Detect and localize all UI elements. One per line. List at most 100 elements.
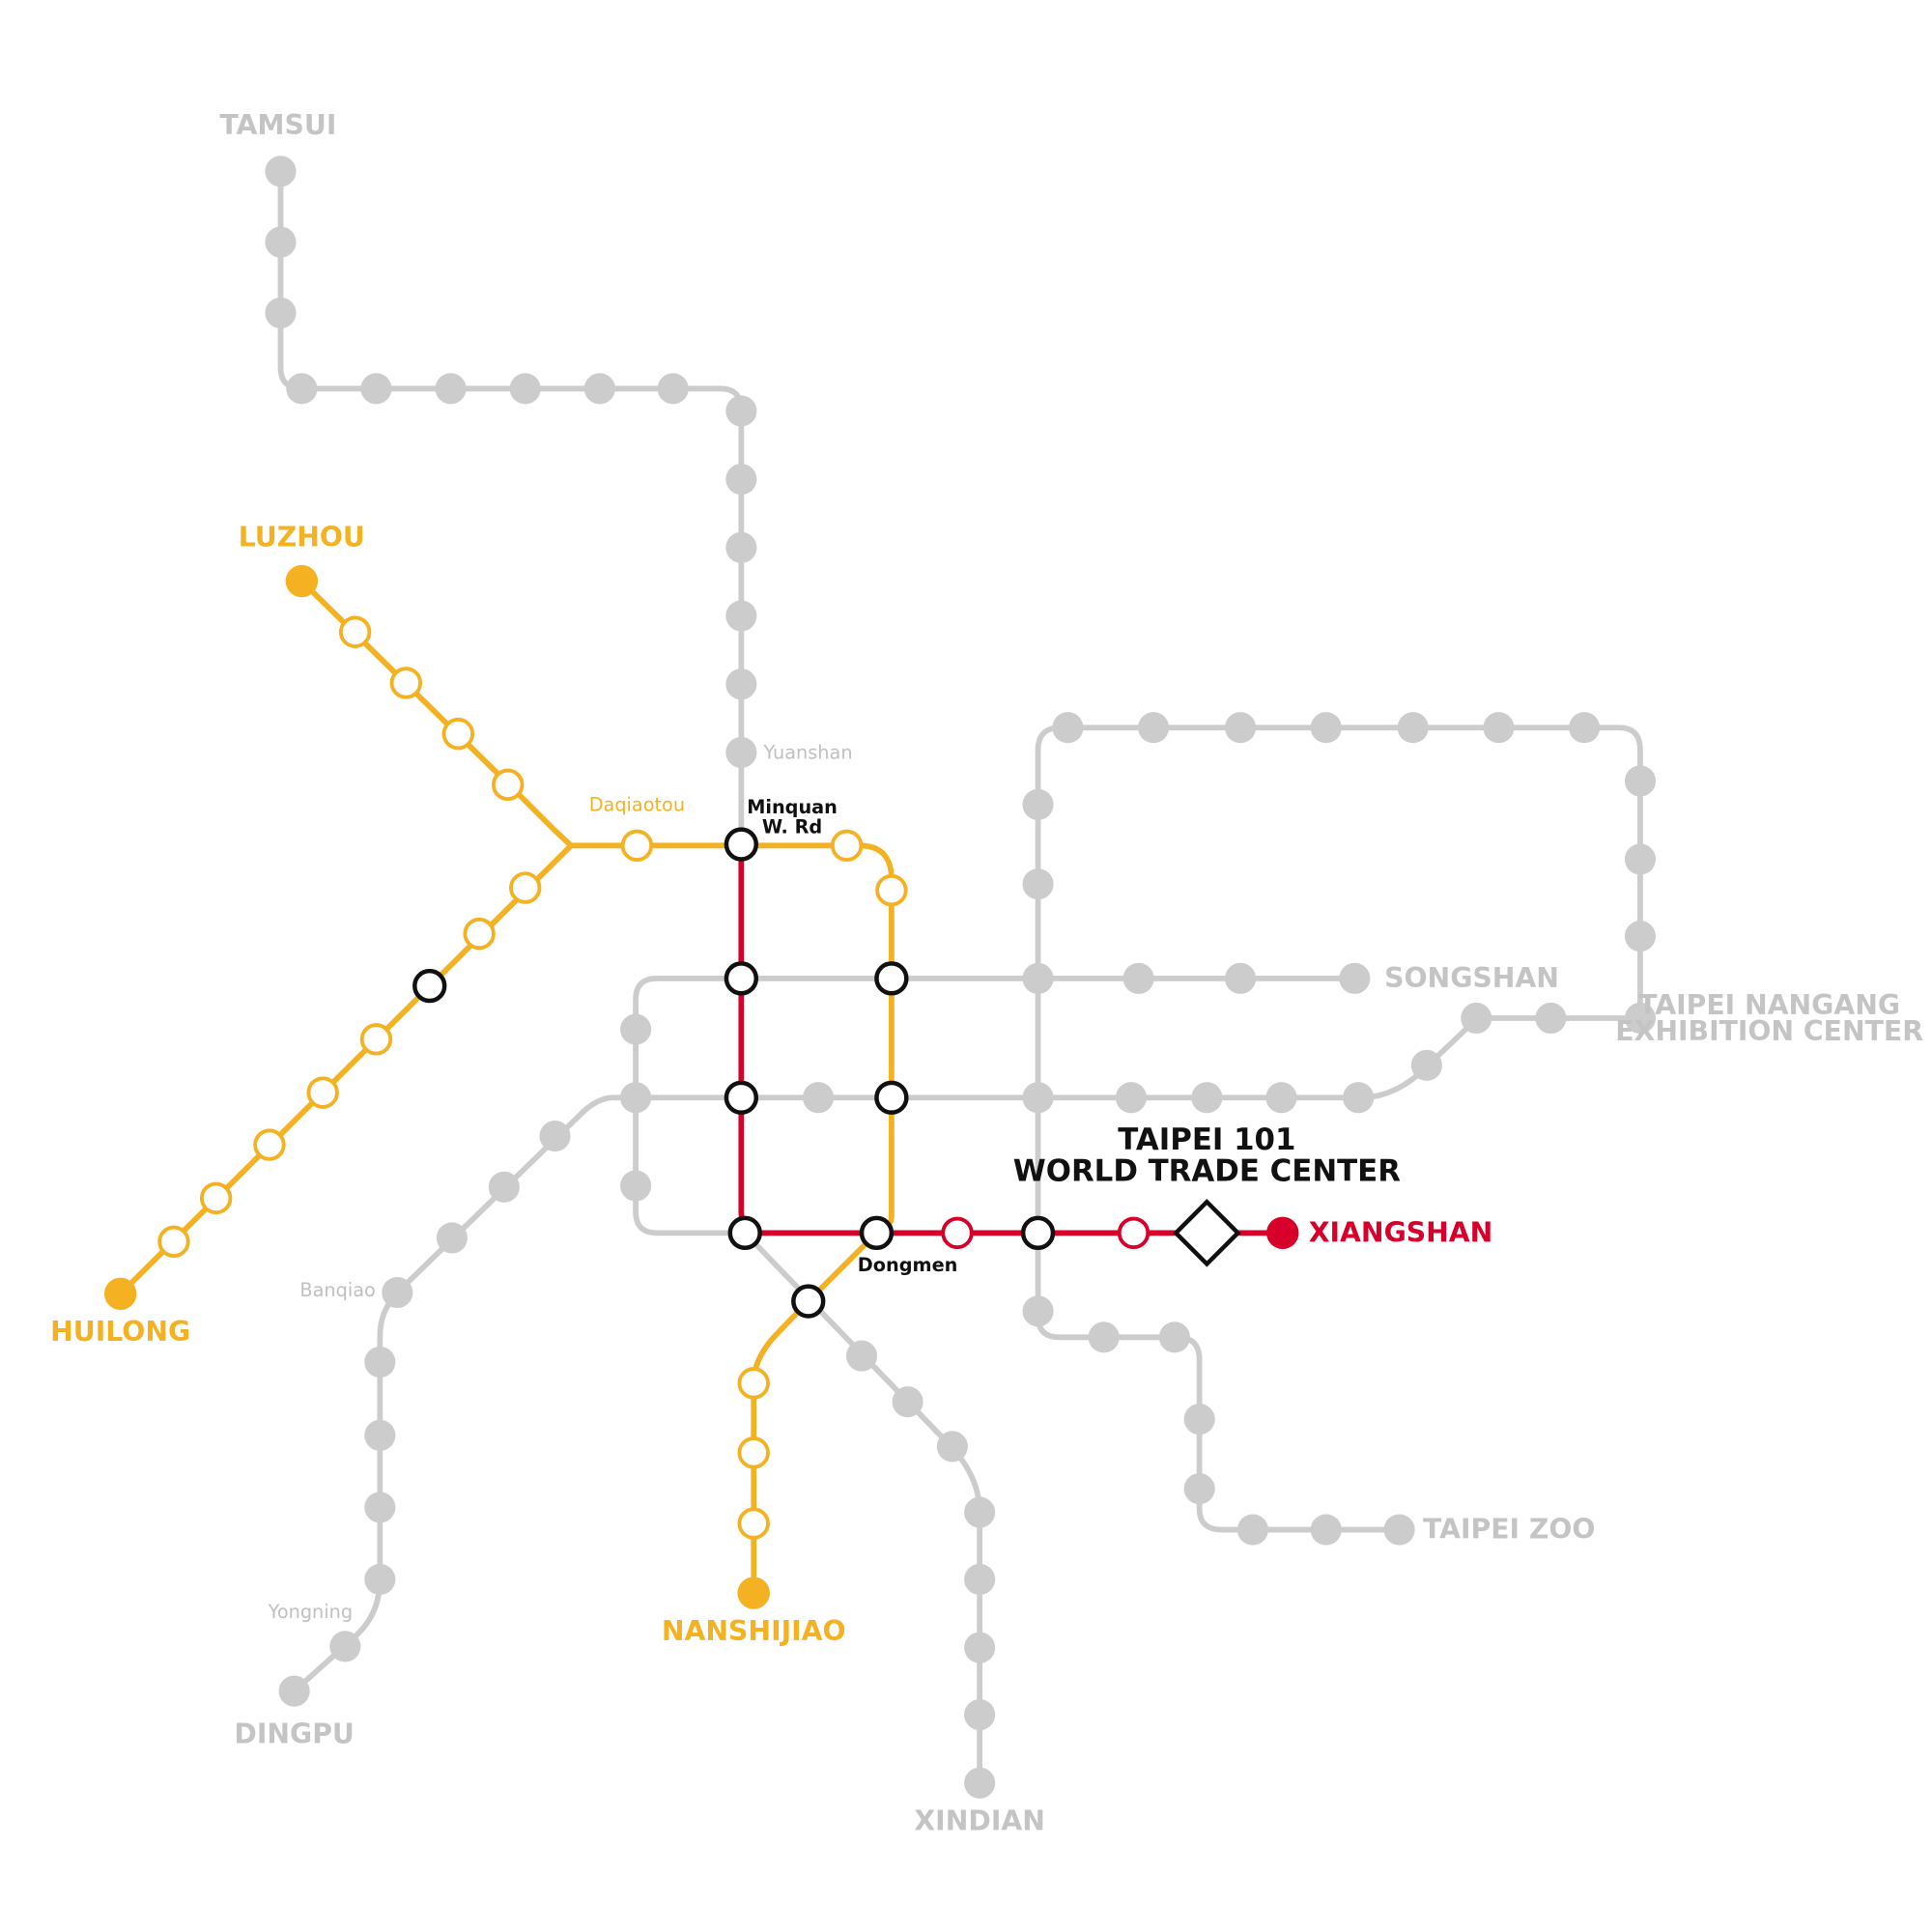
station-yellow bbox=[359, 1023, 393, 1056]
label-luzhou: LUZHOU bbox=[239, 522, 365, 554]
station-gray bbox=[1624, 843, 1657, 875]
station-yellow bbox=[306, 1076, 339, 1109]
dingpu-line bbox=[291, 1094, 639, 1694]
label-banqiao: Banqiao bbox=[299, 1279, 375, 1301]
station-gray bbox=[1138, 712, 1170, 744]
taipei101-diamond-icon[interactable] bbox=[1173, 1199, 1241, 1267]
station-yongning bbox=[329, 1631, 361, 1662]
tamsui-line bbox=[277, 168, 745, 847]
interchange-stations bbox=[412, 827, 1241, 1319]
station-yellow bbox=[875, 873, 908, 907]
station-gray bbox=[725, 668, 757, 700]
station-huilong bbox=[103, 1277, 137, 1311]
station-gray bbox=[364, 1492, 396, 1523]
station-gray bbox=[1310, 712, 1342, 744]
station-gray bbox=[364, 1346, 396, 1378]
station-xindian bbox=[964, 1767, 996, 1799]
label-huilong: HUILONG bbox=[50, 1316, 190, 1348]
station-gray bbox=[620, 1013, 652, 1045]
luzhou-branch bbox=[298, 578, 575, 849]
circular-line bbox=[568, 842, 895, 1596]
label-taipei-zoo: TAIPEI ZOO bbox=[1423, 1514, 1595, 1546]
station-gray bbox=[964, 1563, 996, 1596]
label-xindian: XINDIAN bbox=[914, 1805, 1044, 1837]
station-gray bbox=[509, 373, 541, 405]
station-gray bbox=[286, 373, 318, 405]
station-gray bbox=[1569, 712, 1601, 744]
station-gray bbox=[1022, 868, 1054, 900]
station-gray bbox=[539, 1121, 571, 1152]
label-tamsui: TAMSUI bbox=[219, 109, 336, 141]
station-gray bbox=[583, 373, 615, 405]
station-interchange bbox=[724, 1080, 759, 1115]
station-gray bbox=[725, 600, 757, 632]
station-gray bbox=[265, 156, 297, 187]
station-interchange bbox=[1020, 1215, 1056, 1251]
station-gray bbox=[657, 373, 689, 405]
station-banqiao bbox=[382, 1276, 413, 1309]
station-gray bbox=[1022, 788, 1054, 820]
station-gray bbox=[964, 1632, 996, 1663]
station-yellow bbox=[253, 1128, 286, 1161]
station-gray bbox=[1624, 921, 1657, 952]
station-gray bbox=[1535, 1002, 1567, 1035]
station-gray bbox=[1265, 1082, 1297, 1114]
station-yellow bbox=[737, 1436, 770, 1469]
zoo-line bbox=[1035, 1094, 1403, 1533]
station-gray bbox=[725, 531, 757, 563]
station-gray bbox=[364, 1419, 396, 1451]
label-taipei101-line2: WORLD TRADE CENTER bbox=[1013, 1153, 1401, 1188]
station-gray bbox=[1224, 962, 1257, 994]
station-gray bbox=[1624, 765, 1657, 797]
station-nanshijiao bbox=[737, 1577, 770, 1609]
station-interchange bbox=[874, 961, 909, 996]
station-interchange bbox=[791, 1284, 826, 1319]
label-taipei101-line1: TAIPEI 101 bbox=[1118, 1122, 1295, 1157]
station-luzhou bbox=[285, 564, 319, 598]
station-yellow bbox=[389, 667, 423, 699]
station-gray bbox=[802, 1082, 835, 1114]
label-nanshijiao: NANSHIJIAO bbox=[662, 1615, 846, 1647]
station-gray bbox=[892, 1386, 923, 1418]
station-gray bbox=[845, 1340, 878, 1372]
station-gray bbox=[1022, 1082, 1054, 1114]
label-songshan: SONGSHAN bbox=[1384, 962, 1559, 994]
station-yellow bbox=[830, 829, 864, 863]
station-gray bbox=[1310, 1514, 1342, 1546]
station-gray bbox=[1183, 1473, 1215, 1505]
station-songshan bbox=[1339, 962, 1371, 994]
station-yellow bbox=[737, 1507, 770, 1540]
station-gray bbox=[1183, 1404, 1215, 1435]
red-stations bbox=[941, 1216, 1299, 1250]
station-yellow bbox=[463, 917, 496, 951]
station-gray bbox=[1122, 962, 1154, 994]
station-gray bbox=[1236, 1514, 1268, 1546]
station-gray bbox=[1022, 962, 1054, 994]
station-yuanshan bbox=[725, 736, 757, 768]
station-gray bbox=[725, 395, 757, 427]
station-interchange bbox=[724, 961, 759, 996]
station-gray bbox=[1115, 1082, 1148, 1114]
label-minquan-1: Minquan bbox=[747, 796, 838, 818]
station-gray bbox=[1397, 712, 1429, 744]
station-gray bbox=[488, 1171, 520, 1203]
station-gray bbox=[964, 1698, 996, 1731]
label-yongning: Yongning bbox=[268, 1601, 353, 1623]
station-interchange bbox=[874, 1080, 909, 1115]
station-gray bbox=[436, 1222, 468, 1254]
label-nangang-1: TAIPEI NANGANG bbox=[1638, 989, 1900, 1021]
station-gray bbox=[1343, 1082, 1375, 1114]
station-gray bbox=[435, 373, 467, 405]
station-gray bbox=[364, 1563, 396, 1596]
loop-line bbox=[1035, 724, 1643, 1101]
station-gray bbox=[620, 1170, 652, 1202]
station-gray bbox=[360, 373, 392, 405]
station-dingpu bbox=[278, 1675, 310, 1707]
station-gray bbox=[1088, 1321, 1120, 1353]
label-daqiaotou: Daqiaotou bbox=[589, 793, 685, 815]
label-xiangshan: XIANGSHAN bbox=[1309, 1216, 1493, 1248]
yellow-stations bbox=[103, 564, 908, 1609]
station-yellow bbox=[441, 717, 475, 751]
station-nangang bbox=[1624, 1002, 1657, 1035]
